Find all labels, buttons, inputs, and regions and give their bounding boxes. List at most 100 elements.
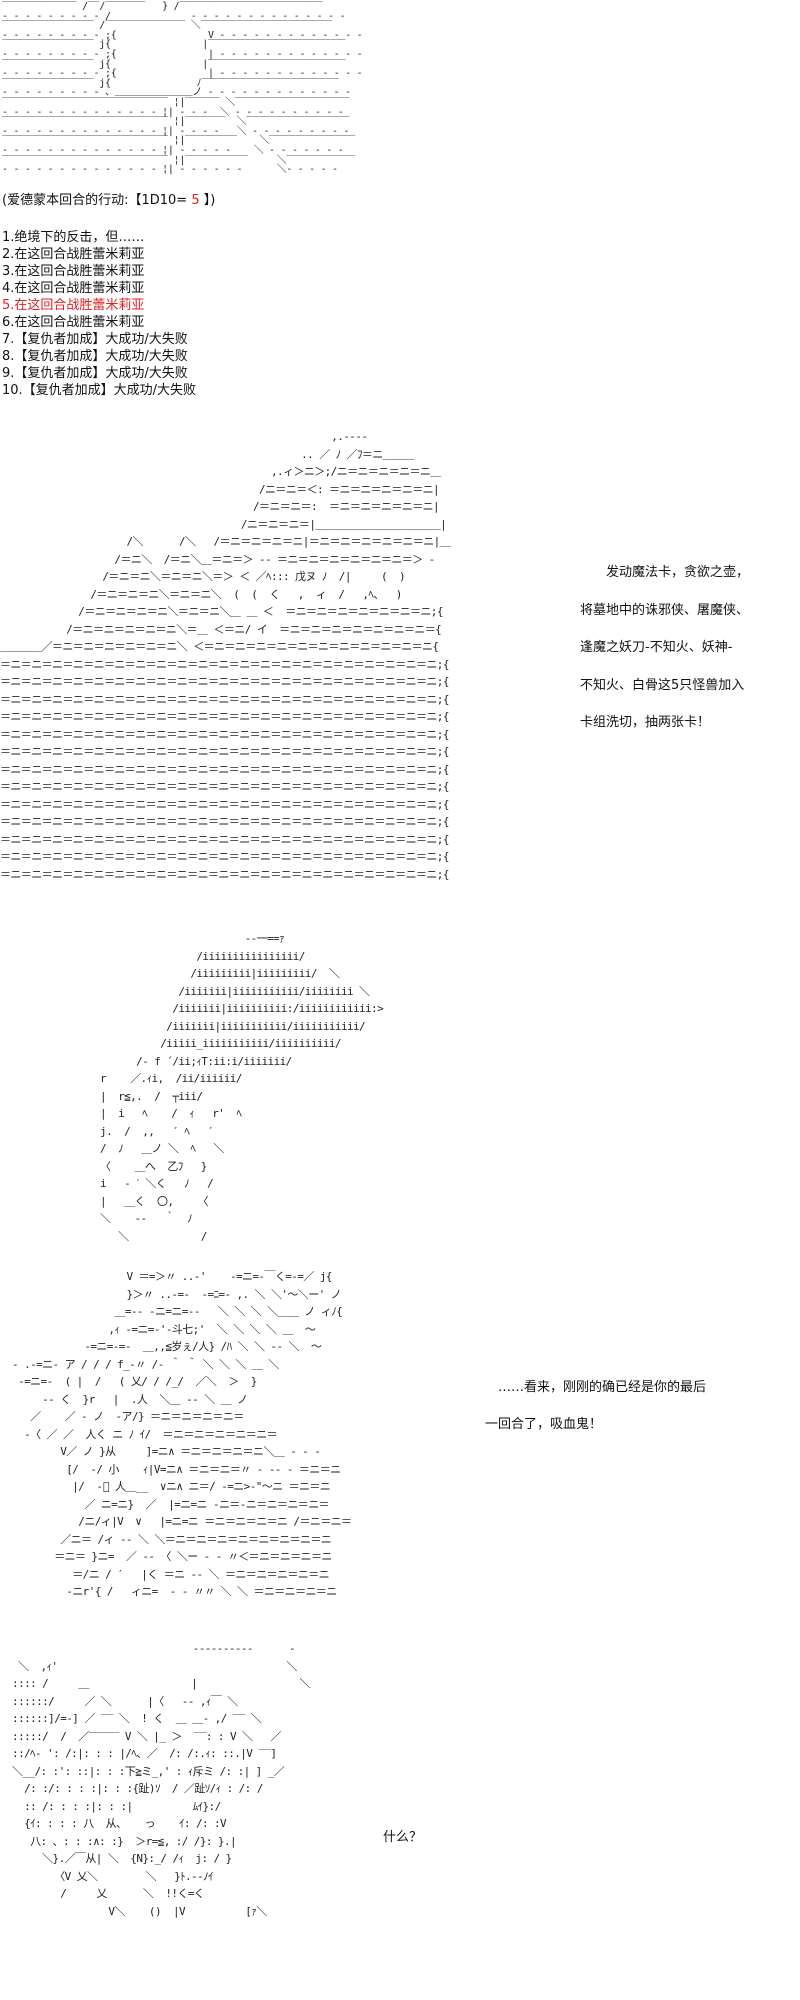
dice-roll-options: 1.绝境下的反击，但…… 2.在这回合战胜蕾米莉亚 3.在这回合战胜蕾米莉亚 4…: [2, 229, 196, 399]
ascii-art-line: 〈 ＿へ 乙ﾌ }: [88, 1159, 207, 1173]
ascii-art-line: /＼ /＼ /＝ニ＝ニ＝ニ＝ニ|＝ニ＝ニ＝ニ＝ニ＝ニ＝ニ|＿: [0, 535, 450, 548]
ascii-art-line: ::/ﾍ‐ ': /:|: : : |/ﾍ、／ /: /:.ｨ: ::.|V ‾…: [0, 1747, 277, 1760]
dice-roll-result: 5: [191, 193, 200, 208]
ascii-art-line: ＝/ニ / ′ |く ＝ニ ‐‐ ＼ ＝ニ＝ニ＝ニ＝ニ＝ニ: [0, 1567, 330, 1581]
ascii-art-line: ／ ／ ‐ ノ ‐ア/} ＝ニ＝ニ＝ニ＝ニ＝: [0, 1410, 244, 1423]
dialogue-line: ……看来，刚刚的确已经是你的最后: [485, 1380, 707, 1395]
ascii-art-line: / ﾉ ＿ノ ＼ ﾍ ＼: [88, 1142, 224, 1155]
ascii-art-line: ＝ニ＝ニ＝ニ＝ニ＝ニ＝ニ＝ニ＝ニ＝ニ＝ニ＝ニ＝ニ＝ニ＝ニ＝ニ＝ニ＝ニ＝ニ＝ニ＝ニ…: [0, 850, 449, 863]
ascii-art-line: ,ｨ ‐=ニ=‐'‐斗七;' ＼ ＼ ＼ ＼ ＿ 〜: [0, 1322, 316, 1336]
dialogue-what: 什么？: [383, 1830, 423, 1845]
ascii-art-line: /ニ/ィ|V ∨ |=ニ=ニ ＝ニ＝ニ＝ニ＝ニ /＝ニ＝ニ＝: [0, 1515, 352, 1528]
ascii-art-line: ‐ ‐ ‐ ‐ ‐ ‐ ‐ ‐ ‐ ‐ ‐ ‐ ‐ ‐ ¦| ‐ ‐ ‐ ‐ ‐…: [2, 164, 338, 176]
ascii-art-line: ＝ニ＝ニ＝ニ＝ニ＝ニ＝ニ＝ニ＝ニ＝ニ＝ニ＝ニ＝ニ＝ニ＝ニ＝ニ＝ニ＝ニ＝ニ＝ニ＝ニ…: [0, 780, 449, 793]
ascii-art-line: ＝ニ＝ニ＝ニ＝ニ＝ニ＝ニ＝ニ＝ニ＝ニ＝ニ＝ニ＝ニ＝ニ＝ニ＝ニ＝ニ＝ニ＝ニ＝ニ＝ニ…: [0, 815, 449, 828]
ascii-art-line: }＞〃 ..‐=‐ ‐=ﾆ=‐ ,. ＼ ＼'〜＼ー' ノ: [0, 1287, 342, 1301]
ascii-art-line: | i ﾍ / ｨ r' ﾍ: [88, 1107, 242, 1120]
roll-option: 6.在这回合战胜蕾米莉亚: [2, 315, 145, 330]
ascii-art-line: /＝ニ＝ニ＝ニ＝ニ＼＝ニ＝ニ＼＿ ＿ ＜ ＝ニ＝ニ＝ニ＝ニ＝ニ＝ニ＝ニ;{: [0, 605, 443, 618]
ascii-art-line: ‾‾‾‾‾‾‾‾‾‾‾‾‾‾‾‾ j{ ﾉ‾‾‾‾‾‾‾‾‾‾‾‾‾‾‾‾‾‾‾…: [2, 77, 339, 89]
ascii-art-line: V／ ノ }从 ]=ニ∧ ＝ニ＝ニ＝ニ＝ニ＼＿ ‐ ‐ ‐: [0, 1445, 321, 1458]
roll-option: 8.【复仇者加成】大成功/大失败: [2, 349, 188, 364]
ascii-art-line: :: /: : : :|: : :| ﾑｲ}:/: [0, 1799, 221, 1813]
ascii-art-line: ‐〈 ／ ／ 人く ニ ﾉ ｲ/ ＝ニ＝ニ＝ニ＝ニ＝ニ＝: [0, 1427, 277, 1441]
narration-magic-card: 发动魔法卡，贪欲之壶， 将墓地中的诛邪侠、屠魔侠、 逢魔之妖刀-不知火、妖神- …: [580, 564, 749, 752]
ascii-art-line: ‐‐‐‐‐‐‐‐‐‐ ‐: [0, 1642, 296, 1655]
narration-line: 发动魔法卡，贪欲之壶，: [580, 565, 750, 580]
ascii-art-line: /iiiiiii|iiiiiiiiii:/iiiiiiiiiiii:>: [88, 1002, 384, 1015]
ascii-art-line: ‾‾‾‾‾‾‾‾‾‾‾‾‾‾‾‾‾‾‾‾‾‾‾‾‾‾‾‾‾ ¦|‾‾‾‾‾‾‾‾…: [2, 135, 355, 147]
ascii-art-line: ＝ニ＝ニ＝ニ＝ニ＝ニ＝ニ＝ニ＝ニ＝ニ＝ニ＝ニ＝ニ＝ニ＝ニ＝ニ＝ニ＝ニ＝ニ＝ニ＝ニ…: [0, 797, 449, 811]
ascii-art-line: /ニ＝ニ＝＜: ＝ニ＝ニ＝ニ＝ニ＝ニ|: [0, 482, 440, 496]
ascii-art-line: V ＝=＞〃 ..‐' ‐=ニ=‐￣く=‐=／ j{: [0, 1270, 332, 1283]
ascii-art-line: ＝ニ＝ニ＝ニ＝ニ＝ニ＝ニ＝ニ＝ニ＝ニ＝ニ＝ニ＝ニ＝ニ＝ニ＝ニ＝ニ＝ニ＝ニ＝ニ＝ニ…: [0, 762, 449, 776]
ascii-art-line: /iiiiiii|iiiiiiiiiii/iiiiiiiiiii/: [88, 1019, 366, 1033]
ascii-art-line: /iiiiiii|iiiiiiiiiii/iiiiiiii ＼: [88, 984, 370, 998]
ascii-art-line: /＝ニ＼ /＝ニ＼＿＝ニ＝＞ ‐‐ ＝ニ＝ニ＝ニ＝ニ＝ニ＝ニ＝＞ ‐: [0, 552, 435, 566]
ascii-art-line: ＝ニ＝ニ＝ニ＝ニ＝ニ＝ニ＝ニ＝ニ＝ニ＝ニ＝ニ＝ニ＝ニ＝ニ＝ニ＝ニ＝ニ＝ニ＝ニ＝ニ…: [0, 710, 449, 723]
dialogue-last-turn: ……看来，刚刚的确已经是你的最后 一回合了，吸血鬼！: [485, 1379, 706, 1453]
ascii-art-line: {ｲ: : : : 八 从、 っ ｲ: /: :V: [0, 1817, 227, 1830]
ascii-art-line: /iiiiiiiii|iiiiiiiii/ ＼: [88, 967, 340, 980]
ascii-art-line: ＼ ‐‐ ｀ ﾉ: [88, 1212, 193, 1225]
ascii-art-line: ＝ニ＝ニ＝ニ＝ニ＝ニ＝ニ＝ニ＝ニ＝ニ＝ニ＝ニ＝ニ＝ニ＝ニ＝ニ＝ニ＝ニ＝ニ＝ニ＝ニ…: [0, 867, 449, 881]
roll-option: 10.【复仇者加成】大成功/大失败: [2, 383, 197, 398]
ascii-art-line: /‐ f ´/ii;ｨT:ii:i/iiiiiii/: [88, 1054, 292, 1068]
ascii-art-line: ‐ ‐ ‐ ‐ ‐ ‐ ‐ ‐ ‐ ‐ ‐ ‐ ‐ ‐ ¦| ‐ ‐ ‐ ＼ ‐…: [2, 106, 344, 118]
ascii-art-line: ‾‾‾‾‾‾‾‾‾‾‾‾‾‾‾‾‾‾‾‾‾‾‾‾‾‾‾‾‾ ¦|‾‾‾‾‾‾‾‾…: [2, 154, 355, 166]
ascii-art-line: ‐ ‐ ‐ ‐ ‐ ‐ ‐ ‐ ‐ 、＿＿＿＿＿＿＿＿ノ ‐ ‐ ‐ ‐ ‐ ‐…: [2, 87, 351, 99]
ascii-art-line: ‐‐一==ｧ: [88, 932, 285, 945]
roll-option: 2.在这回合战胜蕾米莉亚: [2, 247, 145, 262]
ascii-art-line: ‐‐ く }r | .人 ＼＿ ‐‐ ＼ ＿ ノ: [0, 1392, 248, 1406]
ascii-art-line: ‾‾‾‾‾‾‾‾‾‾‾‾‾‾‾‾ j{ |‾‾‾‾‾‾‾‾‾‾‾‾‾‾‾‾‾‾‾…: [2, 58, 346, 70]
ascii-art-line: ‾‾‾‾‾‾‾‾‾‾‾‾‾‾‾‾‾‾‾‾‾‾‾‾‾‾‾‾‾ ¦|‾‾‾‾‾‾‾ …: [2, 116, 350, 128]
ascii-art-line: ＿＿＿＿／＝ニ＝ニ＝ニ＝ニ＝ニ＝ニ＼ ＜＝ニ＝ニ＝ニ＝ニ＝ニ＝ニ＝ニ＝ニ＝ニ＝ニ…: [0, 640, 439, 653]
ascii-art-line: /ニ＝ニ＝ニ＝|＿＿＿＿＿＿＿＿＿＿＿＿|: [0, 517, 447, 531]
ascii-art-line: r ／.ｨi, /ii/iiiiii/: [88, 1072, 242, 1085]
ascii-art-line: /＝ニ＝ニ＝ニ＼＝ニ＝ニ＼ ( ( く , ィ / ,ﾍ、 ): [0, 587, 402, 601]
dialogue-line: 一回合了，吸血鬼！: [485, 1417, 603, 1432]
dice-roll-title: (爱德蒙本回合的行动:【1D10= 5 】): [2, 192, 215, 209]
roll-option-selected: 5.在这回合战胜蕾米莉亚: [2, 298, 145, 313]
ascii-art-line: ＝ニ＝ }ニ= ／ ‐‐ 〈 ＼ー ‐ ‐ 〃＜＝ニ＝ニ＝ニ＝ニ: [0, 1550, 332, 1563]
narration-line: 逢魔之妖刀-不知火、妖神-: [580, 640, 733, 655]
ascii-art-line: ／ ニ=ニ} ／ |=ニ=ニ ‐ニ＝‐ニ＝ニ＝ニ＝ニ＝: [0, 1497, 330, 1511]
ascii-art-line: ‐=ニ=‐ ( | / ( 乂/ / /_/ ／＼ ＞ }: [0, 1375, 257, 1388]
ascii-art-line: ＝ニ＝ニ＝ニ＝ニ＝ニ＝ニ＝ニ＝ニ＝ニ＝ニ＝ニ＝ニ＝ニ＝ニ＝ニ＝ニ＝ニ＝ニ＝ニ＝ニ…: [0, 657, 449, 671]
ascii-art-line: ,.ィ＞ニ＞;/ニ＝ニ＝ニ＝ニ＝ニ＿: [0, 465, 441, 478]
ascii-art-vampire-face: ‐‐‐‐‐‐‐‐‐‐ ‐ ＼ ,ｨ' ＼ :::: / ＿ | ＼ ::::::…: [0, 1640, 310, 1920]
roll-option: 9.【复仇者加成】大成功/大失败: [2, 366, 188, 381]
ascii-art-line: ‾‾‾‾‾‾‾‾‾‾‾‾‾‾‾‾‾‾‾‾‾‾‾‾‾‾‾‾‾ ¦|‾‾‾‾‾‾ ＼…: [2, 96, 350, 108]
ascii-art-line: ＝ニ＝ニ＝ニ＝ニ＝ニ＝ニ＝ニ＝ニ＝ニ＝ニ＝ニ＝ニ＝ニ＝ニ＝ニ＝ニ＝ニ＝ニ＝ニ＝ニ…: [0, 675, 449, 688]
ascii-art-line: ‐ ‐ ‐ ‐ ‐ ‐ ‐ ‐ ‐ / ‐ ‐ ‐ ‐ ‐ ‐ ‐ ‐ ‐ ‐ …: [2, 10, 346, 22]
ascii-art-line: :::: / ＿ | ＼: [0, 1677, 310, 1690]
ascii-art-line: ‐ ‐ ‐ ‐ ‐ ‐ ‐ ‐ ‐ ‐ ‐ ‐ ‐ ‐ ¦| ‐ ‐ ‐ ‐ ＼…: [2, 125, 350, 137]
ascii-art-line: ‾‾‾‾‾‾‾‾‾‾‾‾‾‾‾‾ /‾‾‾‾‾‾‾‾‾‾‾‾‾‾ ＼‾‾‾‾‾‾…: [2, 20, 333, 32]
ascii-art-line: [/ ‐/ 小 ｨ|V=ニ∧ ＝ニ＝ニ＝〃 ‐ ‐‐ ‐ ＝ニ＝ニ: [0, 1462, 341, 1476]
roll-option: 1.绝境下的反击，但……: [2, 230, 145, 245]
ascii-art-hand-scene: ‐‐一==ｧ /iiiiiiiiiiiiiiii/ /iiiiiiiii|iii…: [88, 930, 384, 1245]
ascii-art-line: ＿=‐‐ -ニ=ニ=‐‐ ＼ ＼ ＼ ＼＿＿ ノ ィﾉ{: [0, 1305, 343, 1318]
roll-option: 7.【复仇者加成】大成功/大失败: [2, 332, 188, 347]
ascii-art-line: ＝ニ＝ニ＝ニ＝ニ＝ニ＝ニ＝ニ＝ニ＝ニ＝ニ＝ニ＝ニ＝ニ＝ニ＝ニ＝ニ＝ニ＝ニ＝ニ＝ニ…: [0, 745, 449, 758]
ascii-art-doorway-scene: ‾‾‾‾‾‾‾‾‾‾‾‾‾ /‾‾/‾‾‾‾‾‾‾ } /‾‾‾‾‾‾‾‾‾‾‾…: [2, 1, 363, 176]
ascii-art-line: | r≦,. / ┬iii/: [88, 1089, 203, 1103]
ascii-art-line: |/ ‐ﾞ 人＿__ ∨ニ∧ ニ＝/ ‐=ニ>‐"〜ニ ＝ニ＝ニ: [0, 1480, 331, 1493]
ascii-art-line: ＝ニ＝ニ＝ニ＝ニ＝ニ＝ニ＝ニ＝ニ＝ニ＝ニ＝ニ＝ニ＝ニ＝ニ＝ニ＝ニ＝ニ＝ニ＝ニ＝ニ…: [0, 692, 449, 706]
ascii-art-line: ＼ ,ｨ' ＼: [0, 1659, 297, 1673]
ascii-art-line: ‐ .‐=ニ‐ ア / / / f_‐〃 /‐ ＾ ＾ ＼ ＼ ＼ ＿ ＼: [0, 1357, 279, 1371]
ascii-art-line: ‾‾‾‾‾‾‾‾‾‾‾‾‾ /‾‾/‾‾‾‾‾‾‾ } /‾‾‾‾‾‾‾‾‾‾‾…: [2, 1, 323, 12]
ascii-art-line: 〈V 乂＼ ＼ }ﾄ.‐‐ﾉｲ: [0, 1869, 213, 1883]
ascii-art-line: :::::/ / ／‾‾‾‾‾ V ＼ |_ ＞ ‾‾: : V ＼ ／: [0, 1729, 281, 1743]
ascii-art-line: ＼ /: [88, 1229, 207, 1243]
ascii-art-line: ／ニ＝ /ィ ‐‐ ＼ ＼＝ニ＝ニ＝ニ＝ニ＝ニ＝ニ＝ニ＝ニ: [0, 1532, 332, 1546]
ascii-art-line: /＝ニ＝ニ＝: ＝ニ＝ニ＝ニ＝ニ＝ニ|: [0, 500, 440, 513]
ascii-art-character-scene: V ＝=＞〃 ..‐' ‐=ニ=‐￣く=‐=／ j{ }＞〃 ..‐=‐ ‐=ﾆ…: [0, 1268, 352, 1601]
ascii-art-line: ＼__/: :': ::|: : :下≧ミ_,' : ｨ斥ミ /: :| ] _…: [0, 1764, 285, 1778]
ascii-art-line: ::::::]/=‐] ／ ‾‾ ＼ ! く ＿ ＿‐ ,/ ‾‾ ＼: [0, 1712, 262, 1725]
ascii-art-line: ::::::/ ／ ＼ |〈 ‐‐ ,ｨ￣ ＼: [0, 1694, 238, 1708]
ascii-art-line: ＝ニ＝ニ＝ニ＝ニ＝ニ＝ニ＝ニ＝ニ＝ニ＝ニ＝ニ＝ニ＝ニ＝ニ＝ニ＝ニ＝ニ＝ニ＝ニ＝ニ…: [0, 832, 449, 846]
ascii-art-line: ‐ ‐ ‐ ‐ ‐ ‐ ‐ ‐ ‐ ;{ V ‐ ‐ ‐ ‐ ‐ ‐ ‐ ‐ ‐…: [2, 29, 363, 41]
ascii-art-line: /iiiii_iiiiiiiiiii/iiiiiiiiii/: [88, 1037, 341, 1050]
ascii-art-line: ‐ニr'{ / ィニ= ‐ ‐ 〃〃 ＼ ＼ ＝ニ＝ニ＝ニ＝ニ: [0, 1585, 337, 1598]
